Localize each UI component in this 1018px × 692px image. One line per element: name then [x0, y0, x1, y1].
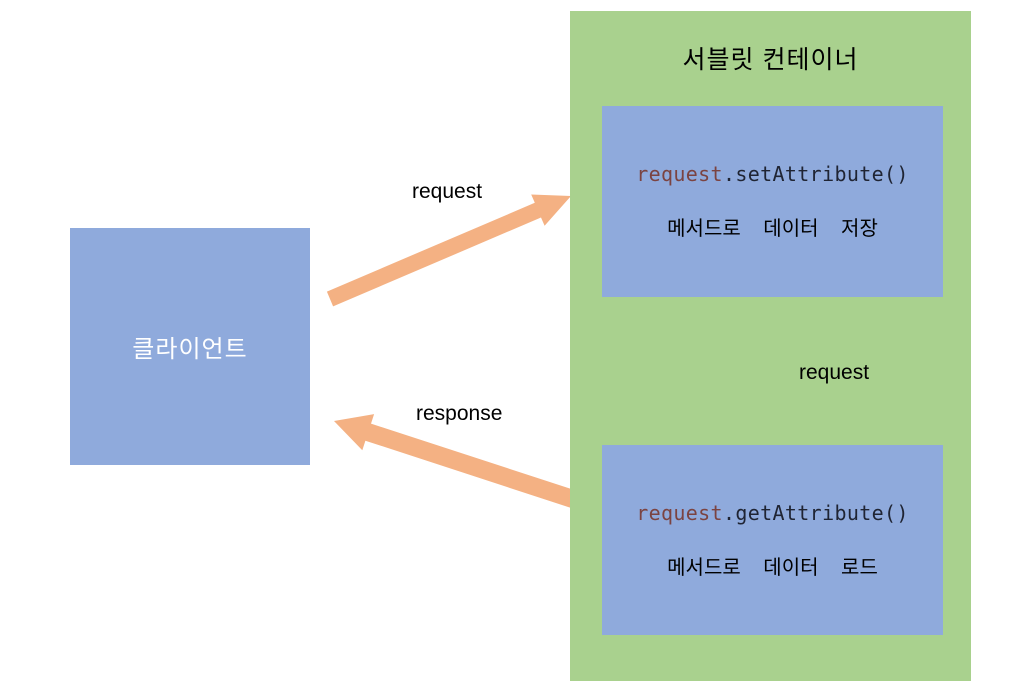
response-label: response — [416, 402, 503, 425]
code-method-token: .setAttribute() — [722, 162, 909, 186]
client-label: 클라이언트 — [132, 336, 248, 363]
code-method-token: .getAttribute() — [722, 500, 909, 525]
request-label-top: request — [412, 180, 483, 203]
client-box: 클라이언트 — [70, 228, 310, 465]
get-attribute-box: request.getAttribute() 메서드로 데이터 로드 — [602, 445, 943, 635]
code-object-token: request — [636, 500, 723, 525]
servlet-container-title: 서블릿 컨테이너 — [682, 46, 859, 74]
code-object-token: request — [636, 162, 723, 186]
request-arrow-client-to-container — [326, 194, 571, 307]
set-attribute-description: 메서드로 데이터 저장 — [667, 218, 878, 240]
servlet-container-box: 서블릿 컨테이너 request.setAttribute() 메서드로 데이터… — [570, 11, 971, 681]
get-attribute-description: 메서드로 데이터 로드 — [667, 556, 878, 579]
set-attribute-code-line: request.setAttribute() — [636, 162, 909, 186]
request-label-middle: request — [799, 361, 870, 384]
response-arrow-container-to-client — [334, 414, 588, 512]
set-attribute-box: request.setAttribute() 메서드로 데이터 저장 — [602, 106, 943, 297]
get-attribute-code-line: request.getAttribute() — [636, 501, 909, 525]
